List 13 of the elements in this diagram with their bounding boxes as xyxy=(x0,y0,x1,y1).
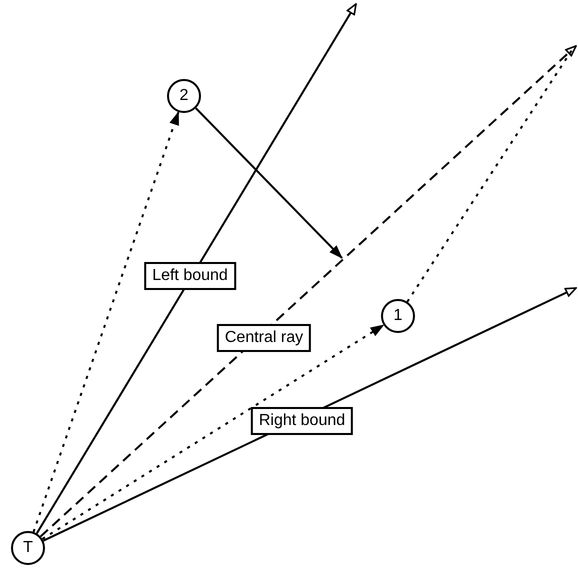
edge-label: Left bound xyxy=(144,262,236,290)
edge-label: Central ray xyxy=(216,324,312,352)
arrow xyxy=(195,107,343,259)
dotted-arrow xyxy=(42,324,384,540)
edge-label: Right bound xyxy=(250,407,354,435)
node-circle: T xyxy=(11,531,45,565)
arrow xyxy=(36,3,357,534)
dotted-line xyxy=(406,49,573,302)
dotted-arrow xyxy=(32,111,180,532)
arrow xyxy=(42,287,577,542)
node-circle: 1 xyxy=(381,299,415,333)
node-circle: 2 xyxy=(167,79,201,113)
dashed-arrow xyxy=(40,45,577,538)
